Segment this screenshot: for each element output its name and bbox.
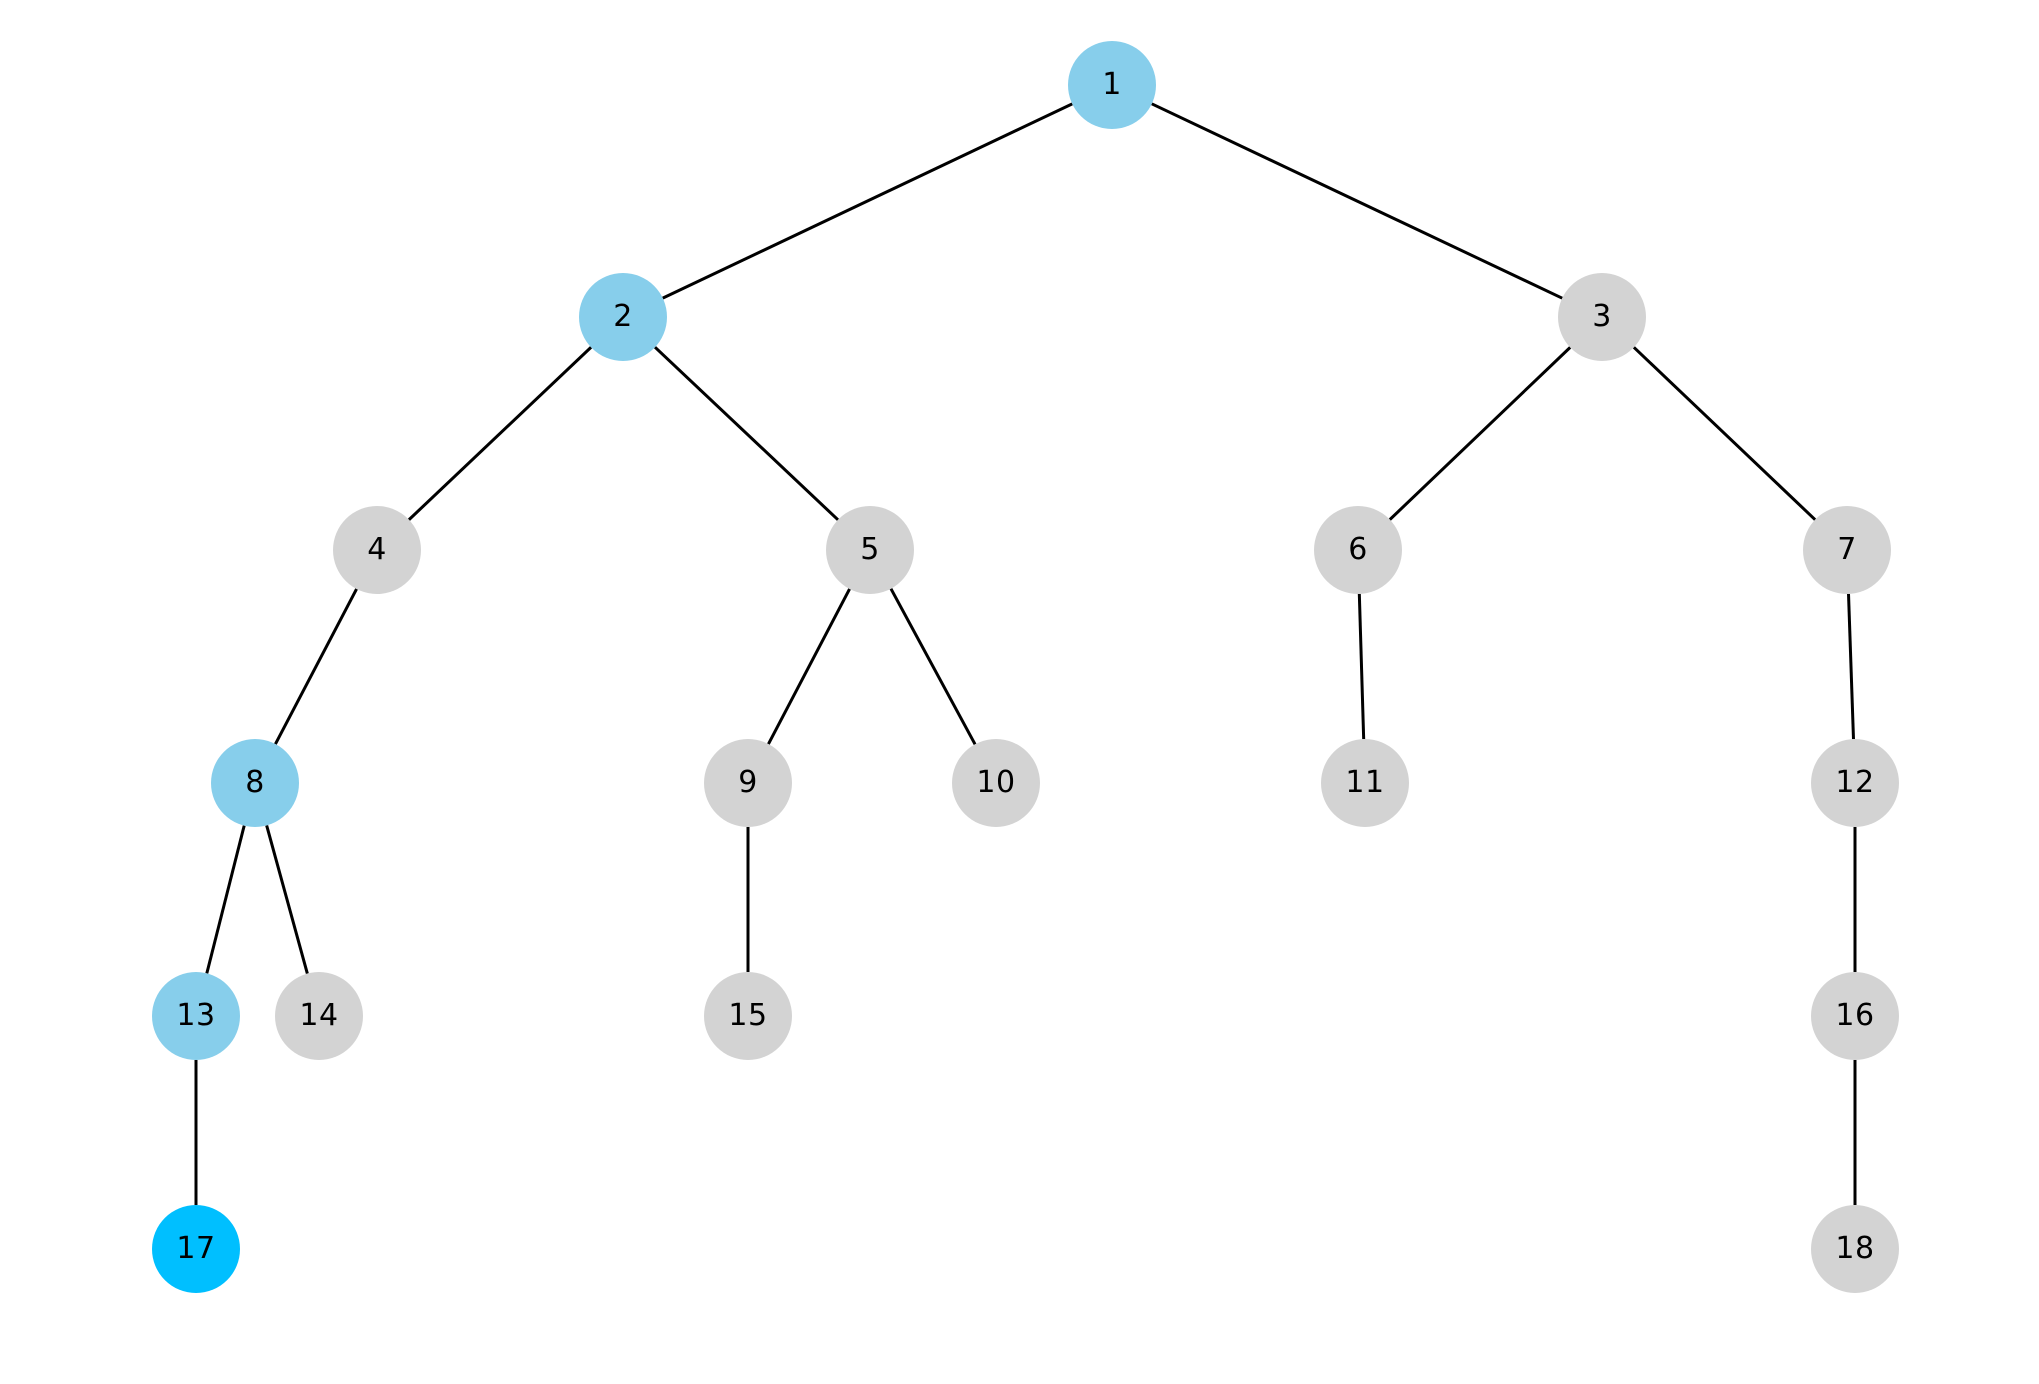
tree-node-10[interactable]: 10 xyxy=(952,739,1040,827)
tree-edge xyxy=(205,825,246,974)
tree-node-1[interactable]: 1 xyxy=(1068,41,1156,129)
tree-node-12[interactable]: 12 xyxy=(1811,739,1899,827)
tree-node-label: 14 xyxy=(299,998,339,1033)
tree-node-label: 4 xyxy=(367,532,387,567)
tree-edge xyxy=(1357,593,1366,740)
tree-node-15[interactable]: 15 xyxy=(704,972,792,1060)
tree-edge xyxy=(1847,593,1855,740)
tree-edge xyxy=(767,588,851,745)
tree-edge xyxy=(653,346,840,521)
tree-node-label: 5 xyxy=(860,532,880,567)
tree-node-7[interactable]: 7 xyxy=(1803,506,1891,594)
tree-node-9[interactable]: 9 xyxy=(704,739,792,827)
tree-node-14[interactable]: 14 xyxy=(275,972,363,1060)
tree-edge xyxy=(889,587,977,746)
tree-node-5[interactable]: 5 xyxy=(826,506,914,594)
tree-node-3[interactable]: 3 xyxy=(1558,273,1646,361)
tree-node-label: 18 xyxy=(1835,1231,1875,1266)
tree-node-label: 15 xyxy=(728,998,768,1033)
tree-node-8[interactable]: 8 xyxy=(211,739,299,827)
tree-node-17[interactable]: 17 xyxy=(152,1205,240,1293)
tree-node-11[interactable]: 11 xyxy=(1321,739,1409,827)
tree-node-label: 13 xyxy=(176,998,216,1033)
tree-edge xyxy=(1151,102,1563,300)
tree-node-label: 7 xyxy=(1837,532,1857,567)
tree-node-label: 3 xyxy=(1592,299,1612,334)
tree-node-label: 2 xyxy=(613,299,633,334)
tree-node-4[interactable]: 4 xyxy=(333,506,421,594)
tree-node-label: 6 xyxy=(1348,532,1368,567)
tree-edge xyxy=(407,346,593,521)
tree-node-18[interactable]: 18 xyxy=(1811,1205,1899,1293)
tree-node-label: 1 xyxy=(1102,67,1122,102)
tree-node-6[interactable]: 6 xyxy=(1314,506,1402,594)
tree-node-label: 17 xyxy=(176,1231,216,1266)
tree-node-label: 16 xyxy=(1835,998,1875,1033)
tree-node-16[interactable]: 16 xyxy=(1811,972,1899,1060)
tree-edge xyxy=(1632,346,1817,521)
tree-node-2[interactable]: 2 xyxy=(579,273,667,361)
tree-node-label: 12 xyxy=(1835,765,1875,800)
tree-edge xyxy=(1388,346,1572,521)
tree-node-label: 10 xyxy=(976,765,1016,800)
tree-edge xyxy=(662,102,1073,300)
tree-node-label: 9 xyxy=(738,765,758,800)
tree-node-label: 11 xyxy=(1345,765,1385,800)
tree-node-13[interactable]: 13 xyxy=(152,972,240,1060)
tree-edge xyxy=(265,825,309,974)
tree-edge xyxy=(274,588,358,745)
tree-node-label: 8 xyxy=(245,765,265,800)
